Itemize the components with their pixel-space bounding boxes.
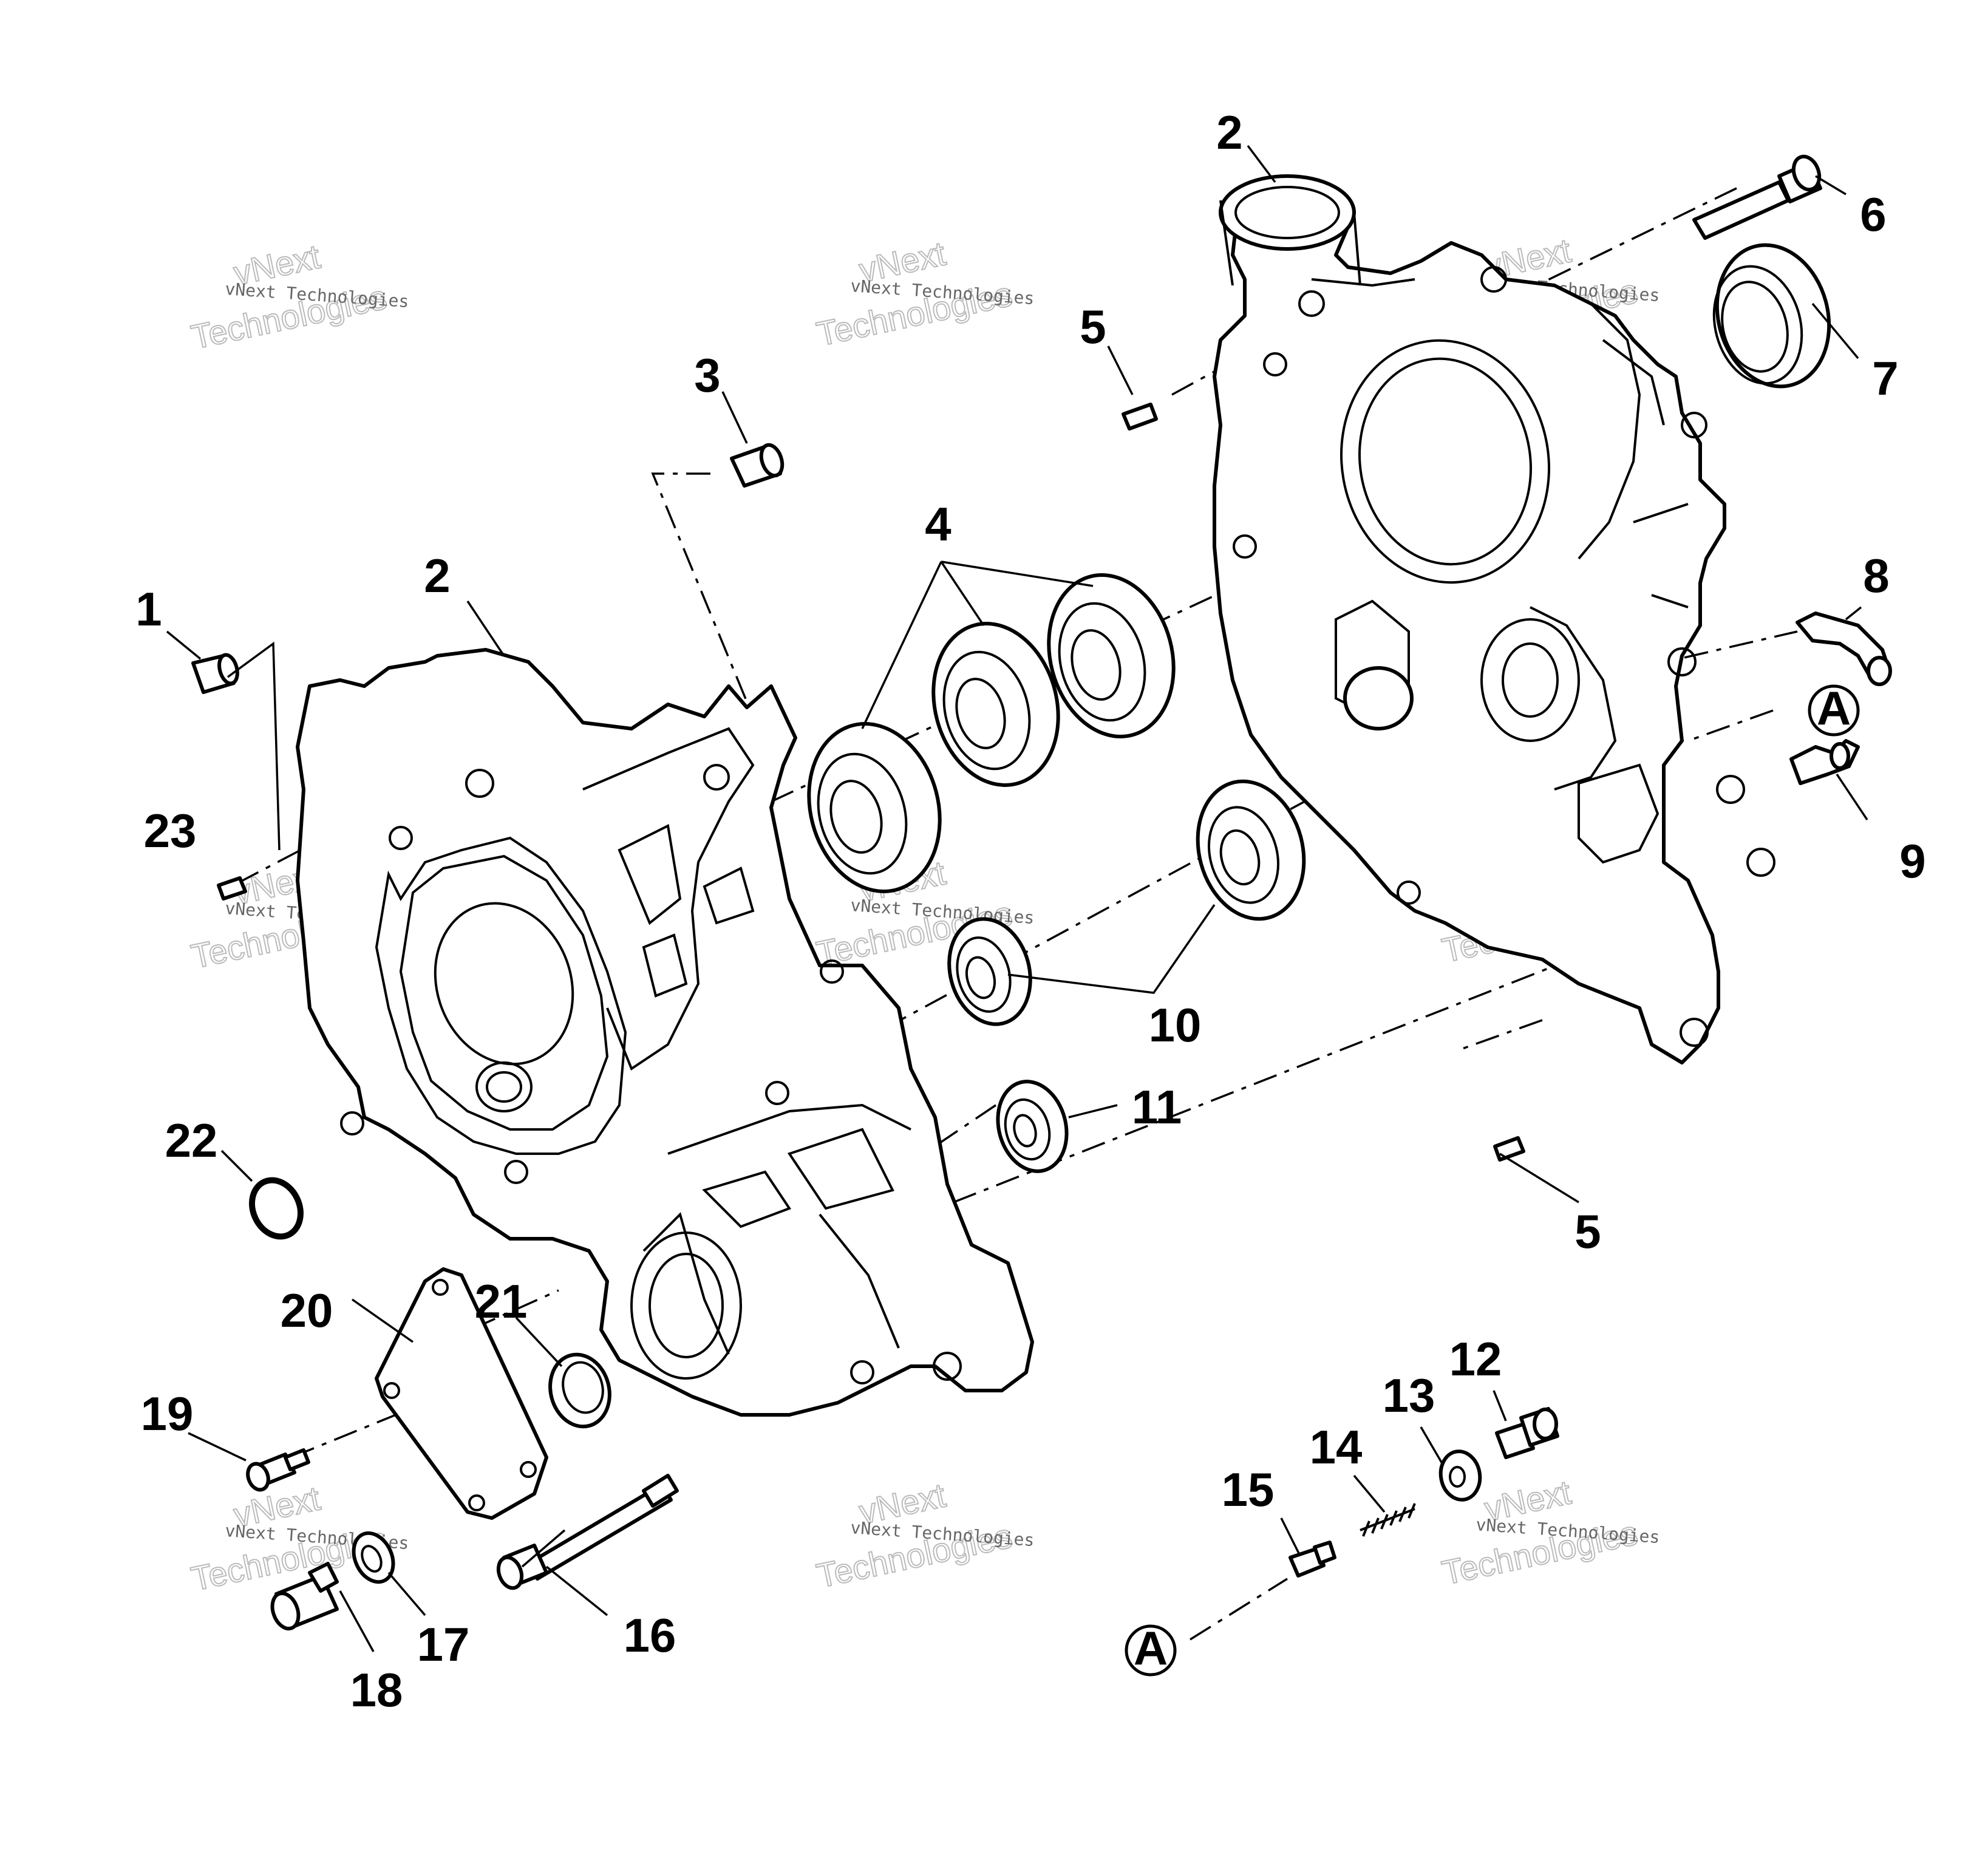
callout-10: 10 <box>1149 998 1202 1052</box>
part-4-bearing <box>931 622 1060 787</box>
part-4-bearing <box>1047 573 1176 738</box>
callout-5: 5 <box>1574 1205 1601 1258</box>
callout-8: 8 <box>1863 549 1889 602</box>
part-19-bolt <box>246 1448 310 1492</box>
callout-9: 9 <box>1899 834 1925 888</box>
part-21-seal <box>548 1352 611 1429</box>
right-crankcase-half <box>1213 174 1775 1064</box>
leader-lines <box>166 145 1868 1652</box>
svg-text:A: A <box>1134 1621 1168 1675</box>
part-18-drain-plug <box>270 1562 339 1631</box>
callout-13: 13 <box>1383 1369 1435 1422</box>
callout-14: 14 <box>1310 1420 1363 1474</box>
part-15-plunger <box>1288 1541 1336 1578</box>
part-4-bearing <box>807 722 942 893</box>
left-crankcase-half <box>296 648 1034 1417</box>
callout-1: 1 <box>135 582 162 636</box>
parts <box>191 154 1892 1631</box>
watermark: vNext Technologies vNext Technologies <box>187 236 409 356</box>
callout-22: 22 <box>165 1114 218 1167</box>
callout-2: 2 <box>424 549 450 602</box>
part-13-washer <box>1438 1449 1482 1502</box>
part-5-dowel-pin <box>1493 1136 1525 1162</box>
reference-marker-a: A <box>1125 1621 1177 1677</box>
callout-11: 11 <box>1132 1080 1182 1134</box>
callout-7: 7 <box>1872 352 1898 405</box>
part-22-o-ring <box>249 1177 304 1240</box>
callout-3: 3 <box>694 349 720 402</box>
part-11-bearing <box>996 1080 1069 1173</box>
svg-text:A: A <box>1817 681 1851 735</box>
callout-12: 12 <box>1449 1332 1502 1386</box>
callout-5: 5 <box>1080 300 1106 353</box>
part-17-washer <box>352 1531 395 1584</box>
part-3-bushing <box>730 443 785 488</box>
callout-21: 21 <box>475 1275 528 1328</box>
callout-20: 20 <box>281 1284 333 1337</box>
callout-16: 16 <box>624 1609 676 1662</box>
reference-marker-a: A <box>1808 681 1860 737</box>
part-20-cover-plate <box>375 1267 548 1520</box>
part-12-plug-bolt <box>1495 1407 1559 1459</box>
callout-2: 2 <box>1216 106 1242 159</box>
part-9-fitting <box>1789 739 1860 785</box>
part-6-bolt <box>1692 154 1822 240</box>
callout-19: 19 <box>141 1387 194 1440</box>
part-8-elbow-fitting <box>1796 611 1892 686</box>
callout-17: 17 <box>417 1618 470 1671</box>
callout-23: 23 <box>144 804 197 857</box>
part-14-spring <box>1360 1503 1416 1537</box>
callout-18: 18 <box>350 1663 403 1717</box>
watermark: vNext Technologies vNext Technologies <box>812 233 1035 353</box>
callout-4: 4 <box>925 497 951 551</box>
part-23-dowel-pin <box>217 876 247 901</box>
part-1-bushing <box>191 653 239 694</box>
watermark: vNext Technologies vNext Technologies <box>812 1475 1035 1595</box>
part-10-bearing <box>947 917 1032 1026</box>
callout-15: 15 <box>1222 1463 1275 1516</box>
part-5-dowel-pin <box>1122 403 1158 431</box>
part-10-bearing <box>1196 779 1306 921</box>
callout-labels: 1 2 2 3 4 5 5 6 7 8 9 10 11 12 13 14 15 … <box>135 106 1925 1717</box>
part-7-oil-seal <box>1712 243 1831 389</box>
callout-6: 6 <box>1860 188 1886 241</box>
